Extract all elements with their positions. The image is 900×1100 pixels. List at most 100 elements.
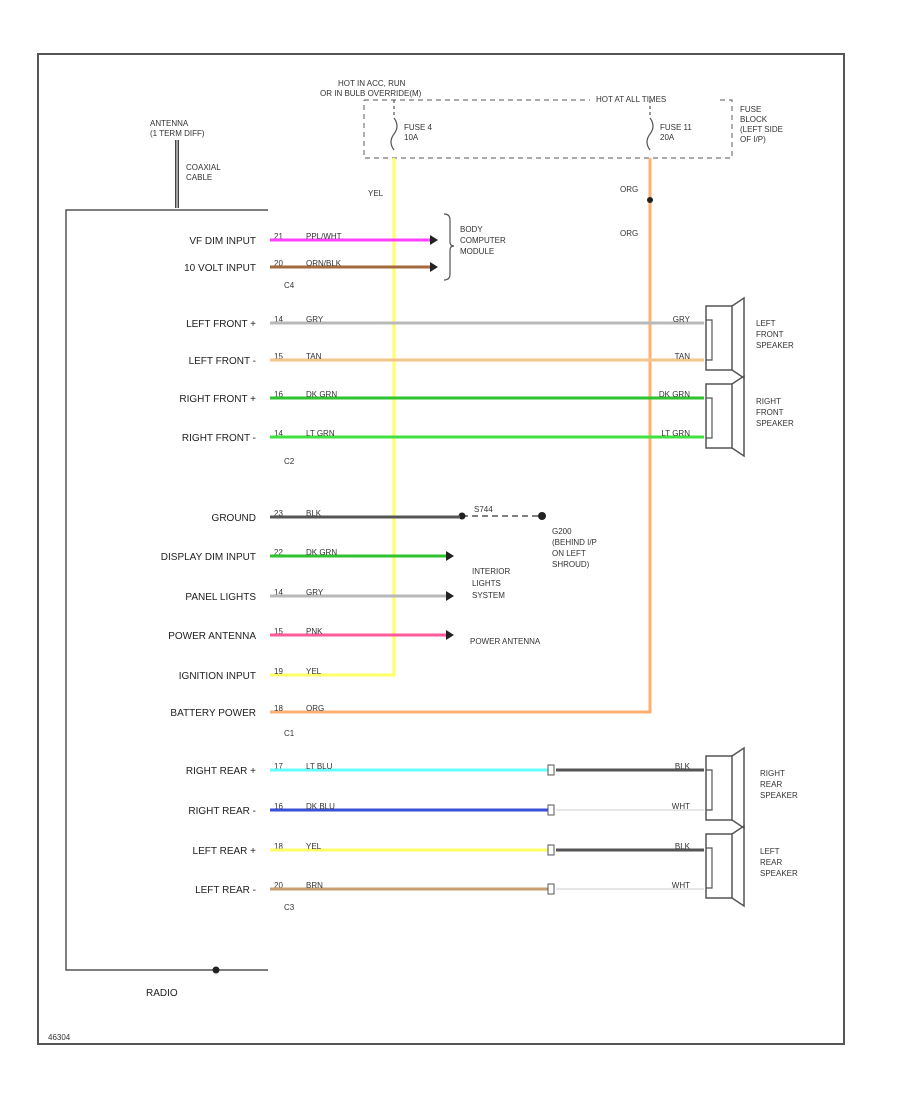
left-front-speaker-label-3: SPEAKER: [756, 341, 794, 350]
fuse11-rating: 20A: [660, 133, 675, 142]
pin-label-ignition-input: IGNITION INPUT: [179, 671, 256, 682]
pin-label-left-rear-plus: LEFT REAR +: [193, 846, 257, 857]
wire-color-tenv-input: ORN/BLK: [306, 259, 342, 268]
org-splice-dot: [647, 197, 653, 203]
hot-all-label: HOT AT ALL TIMES: [596, 95, 666, 104]
pin-label-right-front-minus: RIGHT FRONT -: [182, 433, 256, 444]
right-front-speaker-label-1: RIGHT: [756, 397, 781, 406]
arrow-tenv-input: [430, 262, 438, 272]
wire-color-vf-dim-input: PPL/WHT: [306, 232, 342, 241]
wire-color-ground: BLK: [306, 509, 322, 518]
fuse-block-label-1: FUSE: [740, 105, 761, 114]
ground-dest-label-3: ON LEFT: [552, 549, 586, 558]
wire-color-ignition-input: YEL: [306, 667, 322, 676]
connector-c1: C1: [284, 729, 295, 738]
coax-label-1: COAXIAL: [186, 163, 221, 172]
pin-number-right-front-minus: 14: [274, 429, 283, 438]
wire-row-vf-dim-input: VF DIM INPUT 21 PPL/WHT: [189, 232, 438, 247]
fuse4-name: FUSE 4: [404, 123, 433, 132]
left-rear-speaker-label-2: REAR: [760, 858, 782, 867]
pin-label-right-front-plus: RIGHT FRONT +: [179, 394, 256, 405]
org-feed-wire: [270, 158, 652, 714]
pin-label-ground: GROUND: [212, 513, 256, 524]
pin-label-left-rear-minus: LEFT REAR -: [195, 885, 256, 896]
pin-number-right-front-plus: 16: [274, 390, 283, 399]
arrow-panel-lights: [446, 591, 454, 601]
right-rear-speaker-label-1: RIGHT: [760, 769, 785, 778]
fuse4-rating: 10A: [404, 133, 419, 142]
bcm-label-2: COMPUTER: [460, 236, 506, 245]
wire-color-right-front-minus: LT GRN: [306, 429, 335, 438]
wire-color-display-dim-input: DK GRN: [306, 548, 337, 557]
org-feed-label-mid: ORG: [620, 229, 638, 238]
interior-lights-label-3: SYSTEM: [472, 591, 505, 600]
pin-number-left-front-minus: 15: [274, 352, 283, 361]
pin-label-right-rear-plus: RIGHT REAR +: [186, 766, 256, 777]
yel-feed-wire: [270, 158, 396, 677]
bcm-label-1: BODY: [460, 225, 483, 234]
pin-number-ground: 23: [274, 509, 283, 518]
wire-color-left-front-plus: GRY: [306, 315, 324, 324]
pin-number-ignition-input: 19: [274, 667, 283, 676]
left-rear-speaker-label-3: SPEAKER: [760, 869, 798, 878]
footer-code: 46304: [48, 1033, 71, 1042]
far-label-left-front-minus: TAN: [675, 352, 691, 361]
pin-number-vf-dim-input: 21: [274, 232, 283, 241]
arrow-vf-dim-input: [430, 235, 438, 245]
pin-number-power-antenna: 15: [274, 627, 283, 636]
fuse-block-label-2: BLOCK: [740, 115, 768, 124]
right-rear-speaker: [705, 746, 745, 830]
left-rear-speaker-label-1: LEFT: [760, 847, 780, 856]
pin-label-tenv-input: 10 VOLT INPUT: [184, 263, 256, 274]
right-front-speaker-label-3: SPEAKER: [756, 419, 794, 428]
pin-label-battery-power: BATTERY POWER: [170, 708, 256, 719]
wire-color-left-rear-plus: YEL: [306, 842, 322, 851]
fuse-block-label-3: (LEFT SIDE: [740, 125, 783, 134]
wire-color-right-rear-plus: LT BLU: [306, 762, 333, 771]
ground-point-dot: [538, 512, 546, 520]
arrow-display-dim-input: [446, 551, 454, 561]
far-label-right-front-plus: DK GRN: [659, 390, 690, 399]
wire-color-left-front-minus: TAN: [306, 352, 322, 361]
far-label-right-rear-minus: WHT: [672, 802, 690, 811]
connector-c4: C4: [284, 281, 295, 290]
yel-feed-label: YEL: [368, 189, 384, 198]
pin-number-left-rear-minus: 20: [274, 881, 283, 890]
hot-run-label-2: OR IN BULB OVERRIDE(M): [320, 89, 422, 98]
far-label-left-rear-minus: WHT: [672, 881, 690, 890]
fuse11-element: [646, 117, 654, 151]
pin-number-tenv-input: 20: [274, 259, 283, 268]
wire-row-right-front-plus: RIGHT FRONT + 16 DK GRN DK GRN: [179, 390, 704, 405]
inline-connector-right-rear-plus: [547, 764, 555, 776]
ground-dest-label-2: (BEHIND I/P: [552, 538, 597, 547]
interior-lights-label-1: INTERIOR: [472, 567, 510, 576]
coax-label-2: CABLE: [186, 173, 212, 182]
interior-lights-label-2: LIGHTS: [472, 579, 501, 588]
pin-label-right-rear-minus: RIGHT REAR -: [188, 806, 256, 817]
wire-row-tenv-input: 10 VOLT INPUT 20 ORN/BLK: [184, 259, 438, 274]
pin-number-panel-lights: 14: [274, 588, 283, 597]
far-label-right-rear-plus: BLK: [675, 762, 691, 771]
connector-c2: C2: [284, 457, 295, 466]
wire-color-right-front-plus: DK GRN: [306, 390, 337, 399]
pin-number-left-front-plus: 14: [274, 315, 283, 324]
right-rear-speaker-label-3: SPEAKER: [760, 791, 798, 800]
far-label-left-front-plus: GRY: [673, 315, 691, 324]
pin-label-vf-dim-input: VF DIM INPUT: [189, 236, 256, 247]
fuse4-element: [390, 117, 398, 151]
radio-label: RADIO: [146, 988, 178, 999]
inline-connector-left-rear-minus: [547, 883, 555, 895]
far-label-left-rear-plus: BLK: [675, 842, 691, 851]
pin-label-panel-lights: PANEL LIGHTS: [185, 592, 256, 603]
right-front-speaker: [705, 374, 745, 458]
outer-frame: [37, 53, 845, 1045]
